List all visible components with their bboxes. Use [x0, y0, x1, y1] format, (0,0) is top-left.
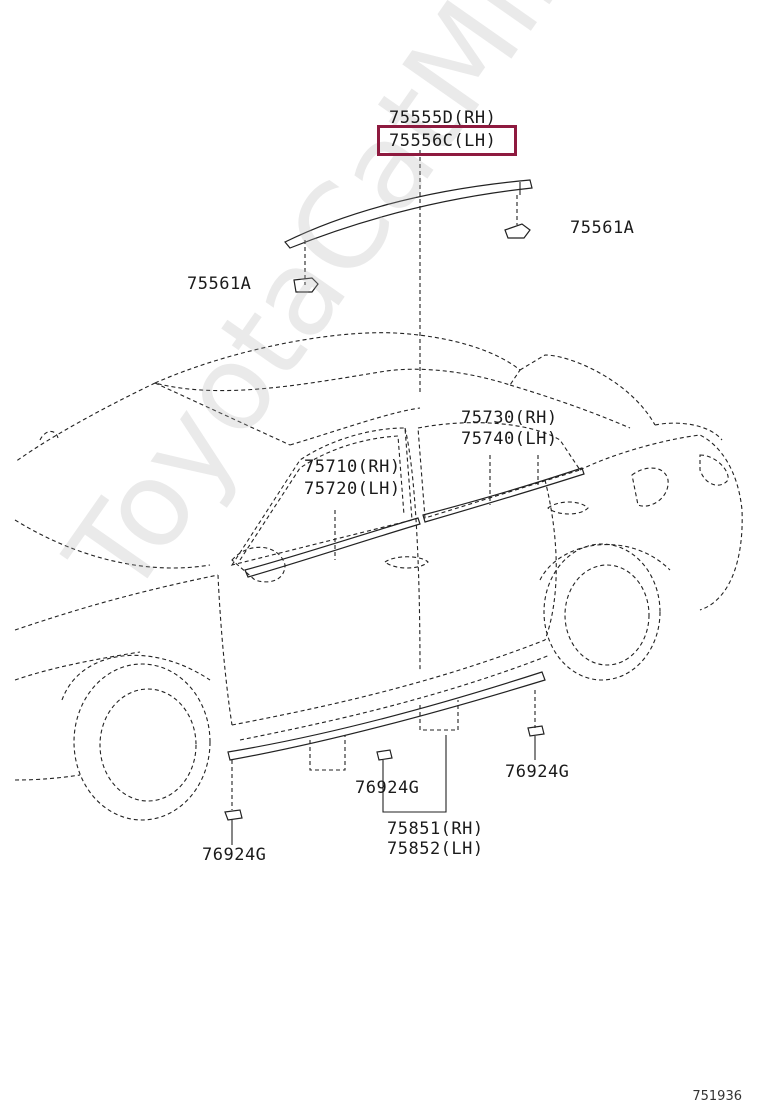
label-roof-molding-rh: 75555D(RH) — [389, 108, 497, 128]
diagram-id: 751936 — [692, 1089, 742, 1104]
highlight-box — [377, 125, 517, 156]
label-clip-right: 75561A — [570, 218, 635, 238]
label-clip-left: 75561A — [187, 274, 252, 294]
label-rear-door-molding-lh: 75740(LH) — [461, 429, 558, 449]
label-front-door-molding-lh: 75720(LH) — [304, 479, 401, 499]
label-rocker-clip-right: 76924G — [505, 762, 570, 782]
label-rocker-clip-left: 76924G — [202, 845, 267, 865]
label-rocker-molding-rh: 75851(RH) — [387, 819, 484, 839]
label-front-door-molding-rh: 75710(RH) — [304, 457, 401, 477]
label-rear-door-molding-rh: 75730(RH) — [461, 408, 558, 428]
label-rocker-molding-lh: 75852(LH) — [387, 839, 484, 859]
label-rocker-clip-center: 76924G — [355, 778, 420, 798]
label-roof-molding-lh: 75556C(LH) — [389, 131, 497, 151]
